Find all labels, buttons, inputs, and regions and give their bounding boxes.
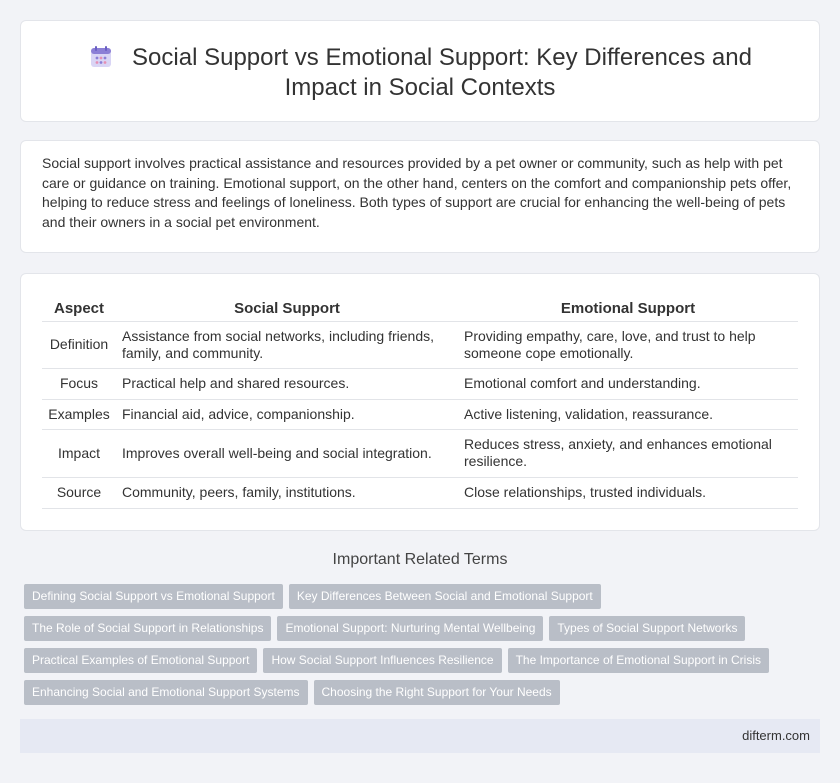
- row-emotional-value: Reduces stress, anxiety, and enhances em…: [458, 429, 798, 478]
- row-aspect: Examples: [42, 399, 116, 430]
- row-emotional-value: Providing empathy, care, love, and trust…: [458, 321, 798, 369]
- page-title-wrap: Social Support vs Emotional Support: Key…: [51, 43, 789, 103]
- intro-paragraph: Social support involves practical assist…: [42, 155, 792, 230]
- row-aspect: Source: [42, 477, 116, 509]
- row-emotional-value: Close relationships, trusted individuals…: [458, 477, 798, 509]
- row-aspect: Focus: [42, 368, 116, 400]
- page-title: Social Support vs Emotional Support: Key…: [132, 44, 752, 101]
- related-term-tag[interactable]: The Importance of Emotional Support in C…: [507, 648, 770, 673]
- intro-card: Social support involves practical assist…: [20, 140, 820, 253]
- table-row: Impact Improves overall well-being and s…: [42, 429, 798, 478]
- header-emotional-support: Emotional Support: [458, 294, 798, 322]
- related-term-tag[interactable]: Practical Examples of Emotional Support: [24, 648, 258, 673]
- related-term-tag[interactable]: Defining Social Support vs Emotional Sup…: [24, 584, 283, 609]
- header-social-support: Social Support: [116, 294, 458, 322]
- title-card: Social Support vs Emotional Support: Key…: [20, 20, 820, 122]
- tag-row: Enhancing Social and Emotional Support S…: [24, 680, 804, 712]
- table-row: Source Community, peers, family, institu…: [42, 477, 798, 509]
- related-term-tag[interactable]: Enhancing Social and Emotional Support S…: [24, 680, 308, 705]
- row-social-value: Financial aid, advice, companionship.: [116, 399, 458, 430]
- comparison-table: Aspect Social Support Emotional Support …: [42, 294, 798, 509]
- related-terms-list: Defining Social Support vs Emotional Sup…: [24, 584, 804, 712]
- row-aspect: Impact: [42, 429, 116, 478]
- tag-row: Defining Social Support vs Emotional Sup…: [24, 584, 804, 616]
- row-social-value: Improves overall well-being and social i…: [116, 429, 458, 478]
- related-term-tag[interactable]: Key Differences Between Social and Emoti…: [288, 584, 601, 609]
- related-terms-heading: Important Related Terms: [332, 551, 508, 568]
- footer: difterm.com: [20, 719, 820, 753]
- calendar-icon: [88, 44, 114, 70]
- table-row: Definition Assistance from social networ…: [42, 321, 798, 369]
- related-term-tag[interactable]: The Role of Social Support in Relationsh…: [24, 616, 272, 641]
- related-term-tag[interactable]: How Social Support Influences Resilience: [263, 648, 502, 673]
- header-aspect: Aspect: [42, 294, 116, 322]
- row-aspect: Definition: [42, 321, 116, 369]
- related-term-tag[interactable]: Types of Social Support Networks: [549, 616, 746, 641]
- table-row: Focus Practical help and shared resource…: [42, 368, 798, 400]
- row-social-value: Practical help and shared resources.: [116, 368, 458, 400]
- related-term-tag[interactable]: Choosing the Right Support for Your Need…: [313, 680, 560, 705]
- table-header-row: Aspect Social Support Emotional Support: [42, 294, 798, 322]
- tag-row: The Role of Social Support in Relationsh…: [24, 616, 804, 648]
- row-social-value: Assistance from social networks, includi…: [116, 321, 458, 369]
- row-social-value: Community, peers, family, institutions.: [116, 477, 458, 509]
- footer-site-link[interactable]: difterm.com: [742, 728, 810, 743]
- row-emotional-value: Emotional comfort and understanding.: [458, 368, 798, 400]
- comparison-card: Aspect Social Support Emotional Support …: [20, 273, 820, 531]
- table-row: Examples Financial aid, advice, companio…: [42, 399, 798, 430]
- row-emotional-value: Active listening, validation, reassuranc…: [458, 399, 798, 430]
- related-term-tag[interactable]: Emotional Support: Nurturing Mental Well…: [277, 616, 544, 641]
